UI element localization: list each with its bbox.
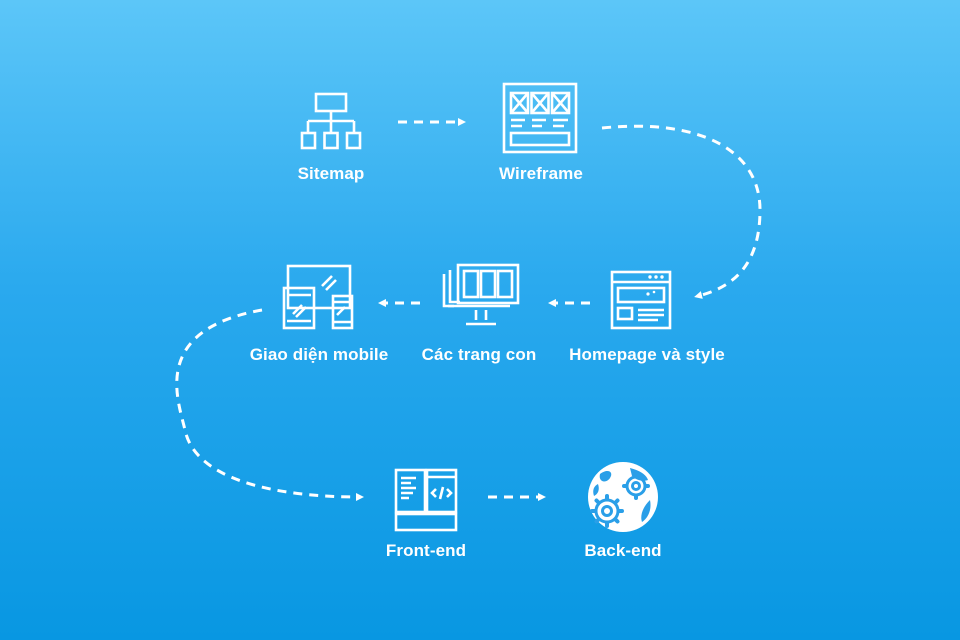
browser-window-icon: [610, 270, 672, 330]
connector-mobile-frontend: [175, 308, 364, 501]
code-editor-icon: [394, 468, 458, 532]
step-label-backend: Back-end: [584, 541, 662, 560]
monitor-pages-icon: [442, 263, 520, 326]
responsive-devices-icon: [282, 264, 354, 330]
wireframe-icon: [502, 82, 578, 154]
step-label-homepage: Homepage và style: [569, 345, 725, 364]
sitemap-icon: [300, 92, 362, 150]
step-label-subpages: Các trang con: [421, 345, 537, 364]
connector-wireframe-homepage: [601, 124, 762, 299]
step-label-wireframe: Wireframe: [499, 164, 583, 183]
gears-globe-icon: [588, 462, 658, 532]
step-label-sitemap: Sitemap: [297, 164, 365, 183]
step-label-frontend: Front-end: [385, 541, 467, 560]
step-label-mobile: Giao diện mobile: [249, 345, 389, 364]
